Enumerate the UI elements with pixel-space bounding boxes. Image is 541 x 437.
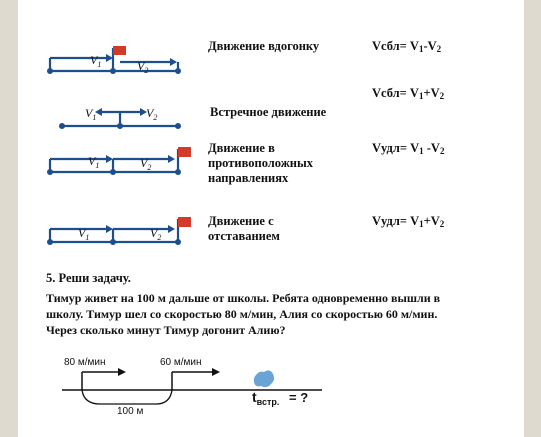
- question-mark: = ?: [289, 390, 308, 405]
- row1-title: Движение вдогонку: [208, 39, 320, 53]
- diagram-lag: V1 V2: [47, 217, 191, 245]
- row3-title: Движение в противоположных направлениях: [208, 141, 314, 185]
- row2-title: Встречное движение: [210, 105, 327, 119]
- diagram-chase: V1 V2: [47, 46, 181, 75]
- label-v2: V2: [140, 156, 151, 172]
- flag-icon: [178, 217, 191, 227]
- problem-line2: школу. Тимур шел со скоростью 80 м/мин, …: [46, 307, 438, 321]
- speed1-label: 80 м/мин: [64, 357, 106, 368]
- diagram-toward: V1 V2: [59, 106, 181, 129]
- school-icon: [253, 370, 275, 388]
- row1-formula: Vсбл= V1-V2: [372, 39, 442, 54]
- flag-icon: [178, 147, 191, 157]
- problem-heading: 5. Реши задачу.: [46, 271, 131, 285]
- row4-title: Движение с отставанием: [208, 214, 280, 243]
- label-v2: V2: [146, 106, 157, 122]
- problem-line1: Тимур живет на 100 м дальше от школы. Ре…: [46, 291, 441, 305]
- diagram-opposite: V1 V2: [47, 147, 191, 175]
- label-v1: V1: [85, 106, 96, 122]
- distance-label: 100 м: [117, 406, 143, 417]
- label-v2: V2: [137, 59, 148, 75]
- row2-formula: Vсбл= V1+V2: [372, 86, 445, 101]
- label-v1: V1: [78, 226, 89, 242]
- worksheet-page: [18, 0, 524, 437]
- row3-formula: Vудл= V1 -V2: [372, 141, 445, 156]
- speed2-label: 60 м/мин: [160, 357, 202, 368]
- label-v2: V2: [150, 226, 161, 242]
- flag-icon: [113, 46, 126, 55]
- time-label: tвстр.: [252, 389, 279, 407]
- label-v1: V1: [88, 154, 99, 170]
- problem-diagram: 80 м/мин 60 м/мин 100 м tвстр. = ?: [62, 357, 322, 417]
- label-v1: V1: [90, 53, 101, 69]
- problem-line3: Через сколько минут Тимур догонит Алию?: [46, 323, 286, 337]
- row4-formula: Vудл= V1+V2: [372, 214, 445, 229]
